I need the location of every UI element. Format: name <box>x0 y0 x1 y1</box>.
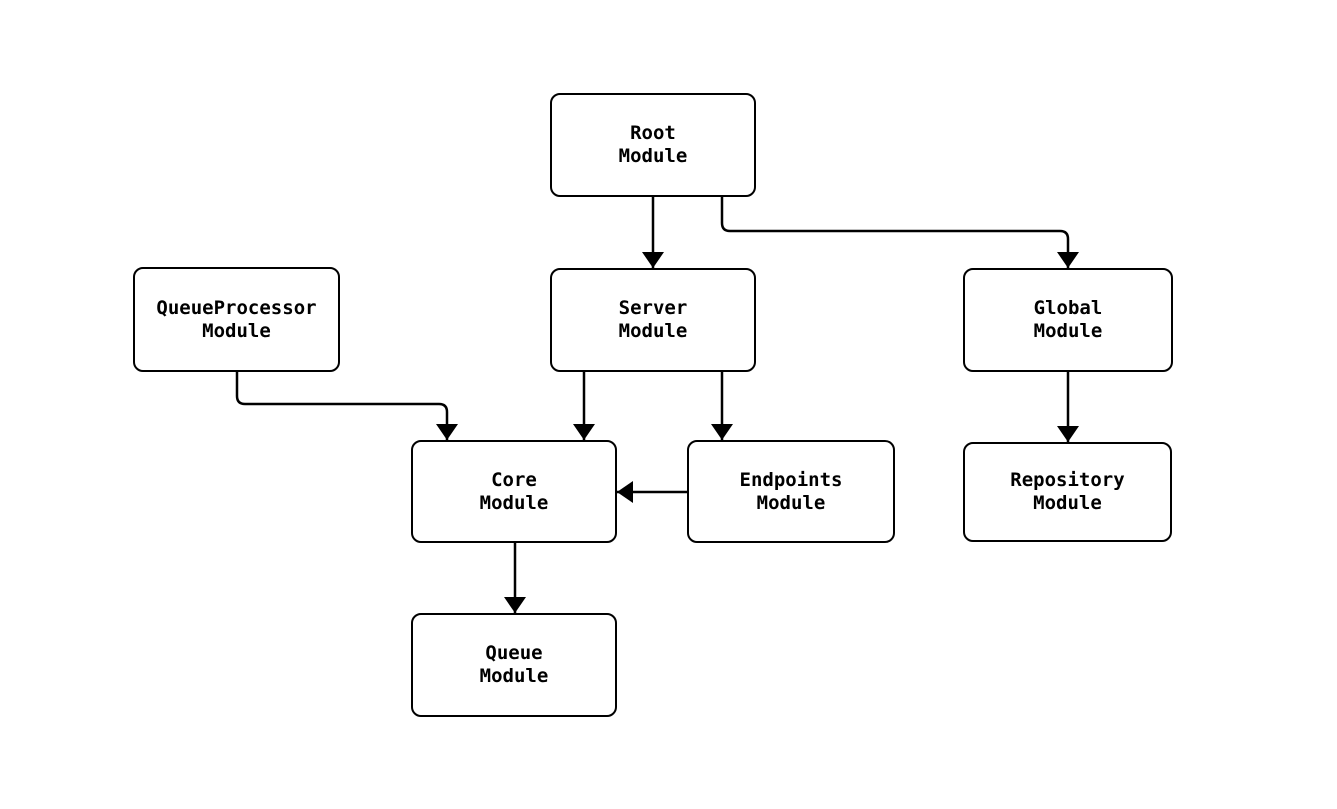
arrowhead-server-to-endpoints <box>711 424 733 440</box>
edge-root-to-global <box>720 197 1070 268</box>
arrowhead-global-to-repository <box>1057 426 1079 442</box>
node-server: Server Module <box>550 268 756 372</box>
node-endpoints: Endpoints Module <box>687 440 895 543</box>
node-core: Core Module <box>411 440 617 543</box>
node-root: Root Module <box>550 93 756 197</box>
arrowhead-queueprocessor-to-core <box>436 424 458 440</box>
arrowhead-server-to-core <box>573 424 595 440</box>
arrowhead-root-to-server <box>642 252 664 268</box>
node-global: Global Module <box>963 268 1173 372</box>
node-repository: Repository Module <box>963 442 1172 542</box>
node-queueprocessor: QueueProcessor Module <box>133 267 340 372</box>
node-queue: Queue Module <box>411 613 617 717</box>
arrowhead-endpoints-to-core <box>617 481 633 503</box>
arrowhead-root-to-global <box>1057 252 1079 268</box>
edge-queueprocessor-to-core <box>235 372 449 440</box>
arrowhead-core-to-queue <box>504 597 526 613</box>
